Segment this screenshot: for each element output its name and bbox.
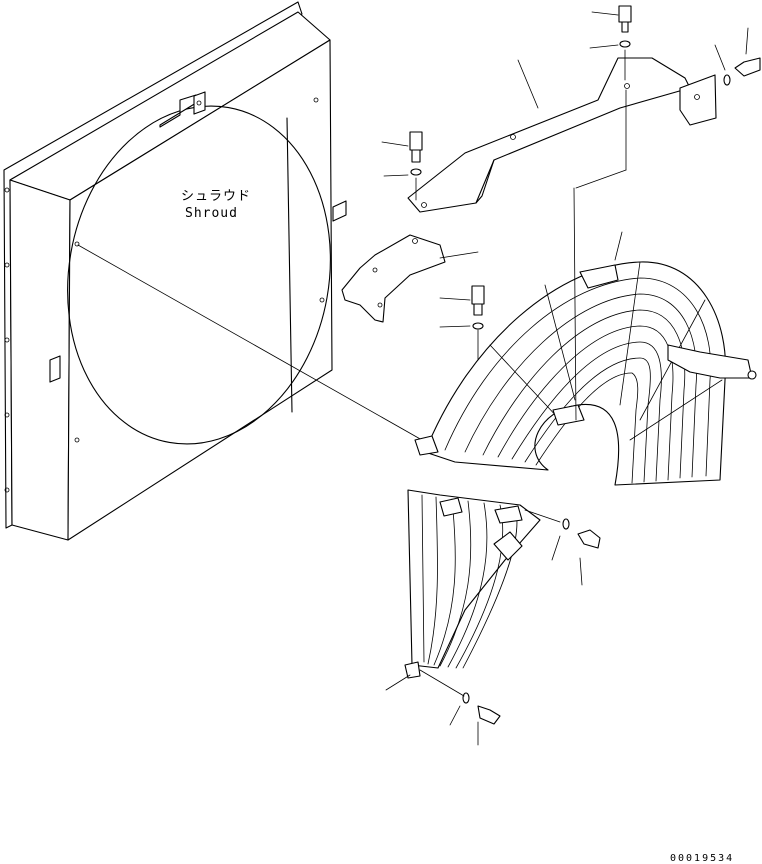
fan-guard-lower [404,489,541,679]
fan-guard-upper [414,261,757,486]
shroud [3,1,347,541]
leader-vertical-1 [573,187,577,421]
drawing-code: 00019534 [670,853,734,864]
shroud-label-en: Shroud [185,206,238,221]
middle-bracket [341,234,479,323]
shroud-label-jp: シュラウド [181,189,251,204]
leader-line [77,244,423,441]
leader-vertical-3 [575,169,627,189]
bolts-and-washers [381,5,761,746]
leader-guard [614,231,623,261]
upper-bracket [407,57,717,213]
